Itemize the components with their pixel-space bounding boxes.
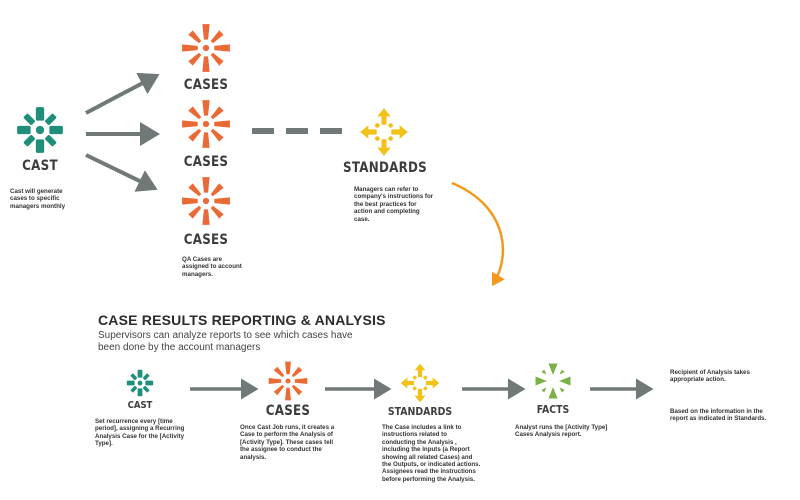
standards-label: STANDARDS [343,160,427,176]
cases-label-2: CASES [183,154,229,170]
cases-label-3: CASES [183,232,229,248]
cast-label: CAST [22,158,58,174]
section-title: CASE RESULTS REPORTING & ANALYSIS [98,312,386,328]
standards-note: Managers can refer to company's instruct… [354,186,434,223]
flow-facts-label: FACTS [536,403,570,416]
flow-standards-label: STANDARDS [387,405,453,418]
cases-note: QA Cases are assigned to account manager… [182,256,242,278]
based-note: Based on the information in the report a… [670,408,767,423]
flow-cast-note: Set recurrence every [time period], assi… [95,418,185,448]
cases-icon-1 [182,24,230,72]
flow-standards-note: The Case includes a link to instructions… [382,424,481,483]
flow-cases-icon [268,361,308,401]
cases-icon-3 [182,177,230,225]
standards-icon [360,108,408,156]
section-subtitle: Supervisors can analyze reports to see w… [98,330,353,353]
cases-icon-2 [182,100,230,148]
cast-note: Cast will generate cases to specific man… [10,188,66,210]
flow-cast-icon [126,369,154,397]
flow-standards-icon [400,363,440,403]
cast-icon [17,107,63,153]
arrow-cast-to-cases-3 [85,153,158,192]
flow-cast-label: CAST [127,400,153,411]
flow-facts-icon [535,363,571,399]
flow-facts-note: Analyst runs the [Activity Type] Cases A… [515,424,608,439]
curved-arrow [451,181,505,287]
flow-cases-note: Once Cast Job runs, it creates a Case to… [240,424,335,461]
arrow-cast-to-cases-1 [85,72,160,115]
cases-label-1: CASES [183,77,229,93]
recipient-note: Recipient of Analysis takes appropriate … [670,369,750,384]
flow-cases-label: CASES [265,403,311,419]
